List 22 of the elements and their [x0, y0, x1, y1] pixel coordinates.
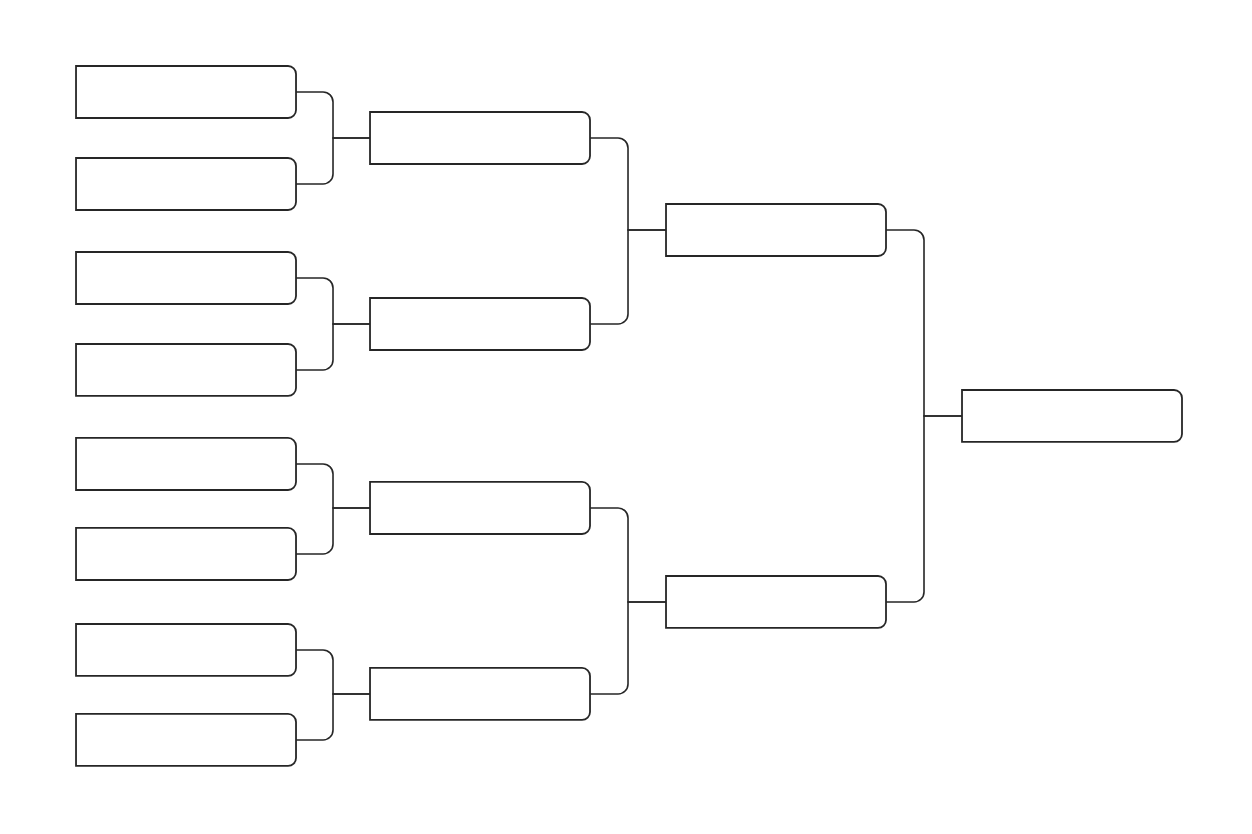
bracket-box — [75, 713, 297, 767]
bracket-box — [961, 389, 1183, 443]
bracket-line — [295, 137, 371, 185]
bracket-box — [75, 65, 297, 119]
bracket-box — [75, 251, 297, 305]
bracket-box — [369, 111, 591, 165]
bracket-line — [295, 507, 371, 555]
bracket-line — [885, 415, 963, 603]
bracket-line — [589, 229, 667, 325]
bracket-line — [295, 693, 371, 741]
bracket-box — [369, 667, 591, 721]
bracket-box — [369, 481, 591, 535]
bracket-box — [75, 527, 297, 581]
bracket-line — [295, 323, 371, 371]
bracket-box — [75, 623, 297, 677]
bracket-box — [665, 575, 887, 629]
bracket-box — [75, 157, 297, 211]
bracket-box — [75, 437, 297, 491]
bracket-box — [369, 297, 591, 351]
bracket-box — [75, 343, 297, 397]
bracket-box — [665, 203, 887, 257]
bracket-line — [589, 601, 667, 695]
